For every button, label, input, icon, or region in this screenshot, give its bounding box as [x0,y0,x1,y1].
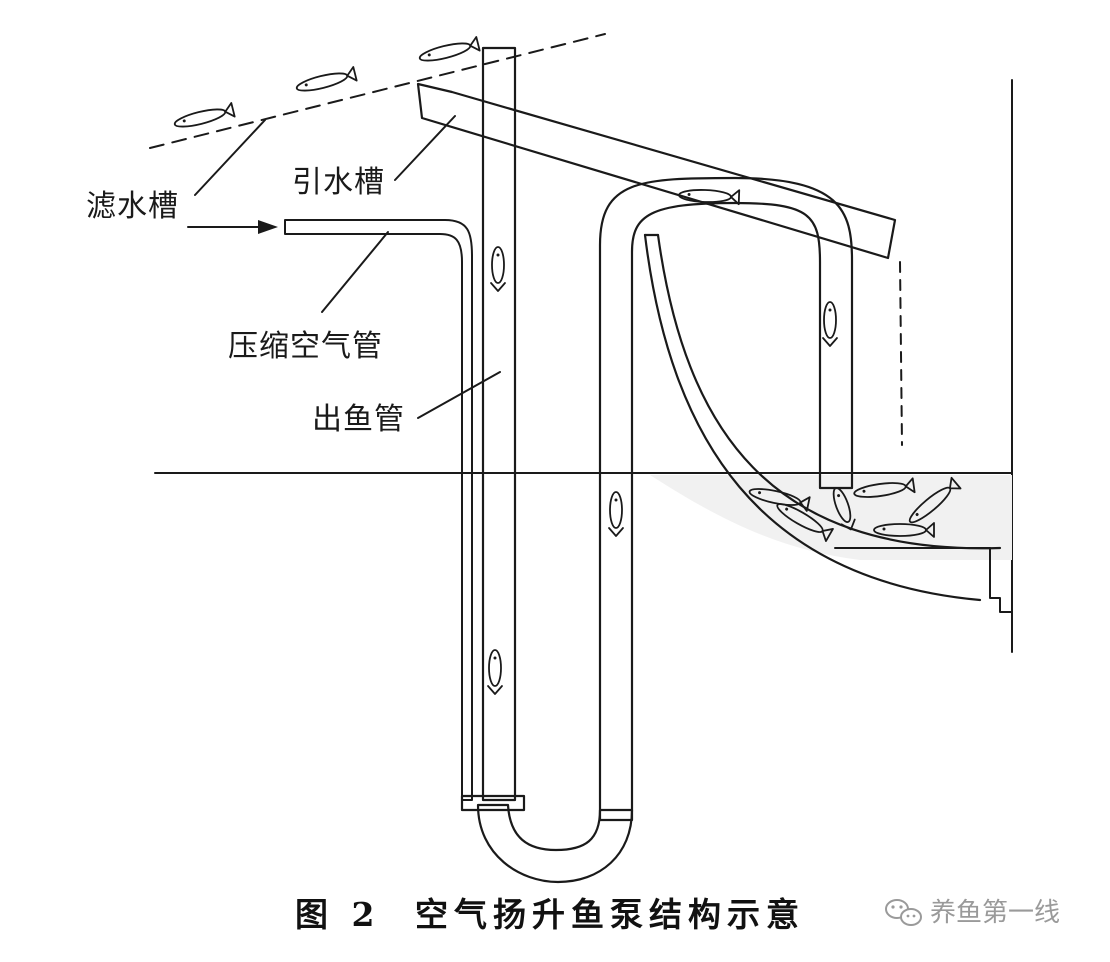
fish-in-filter-tank [417,36,481,66]
filter-tank-surface [149,33,606,149]
wechat-icon [885,899,922,926]
compressed-air-pipe [284,219,473,801]
fish-in-filter-tank [294,66,358,96]
fish-in-return-pipe [822,301,838,347]
fish-outlet-pipe [481,46,517,802]
bottom-u-bend [476,803,634,884]
watermark-text: 养鱼第一线 [930,898,1061,928]
label-filter-tank: 滤水槽 [86,189,179,224]
return-pipe [598,176,854,822]
discharge-chute [656,233,1002,550]
leader-filter-tank [194,119,266,196]
intake-trough [416,82,897,260]
fish-in-filter-tank [172,102,236,132]
pipe-base-flange [460,794,526,812]
fish-in-trough [677,187,741,206]
intake-trough-drip [899,261,903,446]
leader-intake-trough [394,115,456,181]
label-intake-trough: 引水槽 [292,165,385,200]
label-compressed-air-pipe: 压缩空气管 [228,329,383,364]
air-flow-arrowhead [258,220,278,234]
leader-compressed-air [321,231,389,313]
figure-title: 空气扬升鱼泵结构示意 [415,895,805,934]
fish-in-outlet-pipe [487,649,503,695]
figure-number: 图 2 [295,895,381,934]
fish-in-return-pipe [608,491,624,537]
collection-water [650,475,1012,560]
fish-in-outlet-pipe [490,246,506,292]
leader-fish-outlet [417,371,501,419]
label-fish-outlet-pipe: 出鱼管 [312,402,405,437]
discharge-chute [643,233,982,602]
